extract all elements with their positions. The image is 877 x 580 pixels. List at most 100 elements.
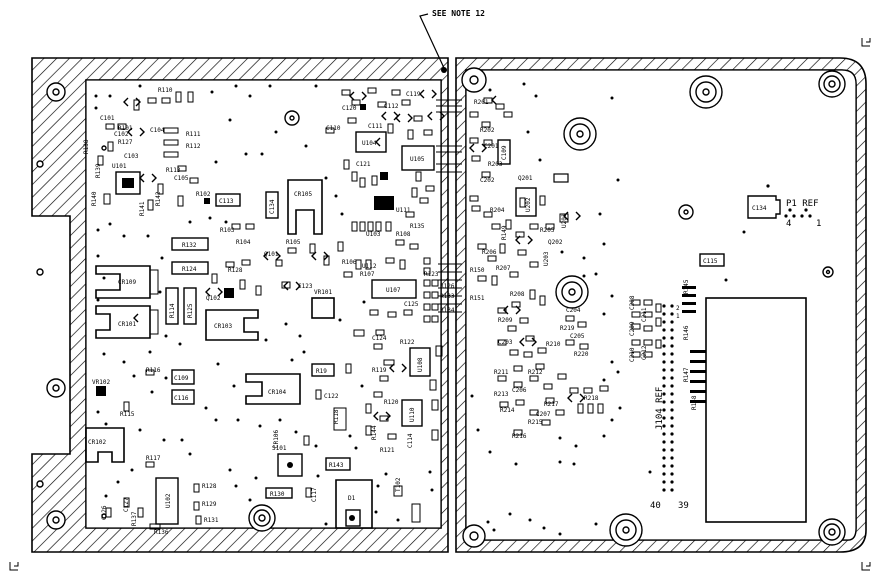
svg-text:R136: R136 bbox=[154, 529, 169, 536]
u108-part: U108 bbox=[409, 347, 431, 377]
svg-text:R125: R125 bbox=[187, 303, 194, 318]
svg-text:R110: R110 bbox=[158, 87, 173, 94]
svg-text:Q201: Q201 bbox=[518, 175, 533, 182]
svg-text:R117: R117 bbox=[146, 455, 161, 462]
svg-text:C134: C134 bbox=[269, 199, 276, 214]
svg-text:C134: C134 bbox=[752, 205, 767, 212]
svg-text:D1: D1 bbox=[348, 495, 356, 502]
svg-text:R103: R103 bbox=[220, 227, 235, 234]
c201-box: Q201 bbox=[518, 173, 569, 183]
svg-text:R145: R145 bbox=[683, 279, 690, 294]
svg-text:R123: R123 bbox=[424, 271, 439, 278]
svg-text:C113: C113 bbox=[219, 198, 234, 205]
diode-cr102: CR102 bbox=[85, 427, 125, 463]
svg-text:R217: R217 bbox=[544, 401, 559, 408]
svg-text:C123: C123 bbox=[298, 283, 313, 290]
svg-text:C209: C209 bbox=[629, 321, 636, 336]
svg-text:C105: C105 bbox=[174, 175, 189, 182]
diode-cr103: CR103 bbox=[205, 309, 259, 341]
svg-text:R220: R220 bbox=[574, 351, 589, 358]
svg-text:U104: U104 bbox=[362, 140, 377, 147]
s101-part: S101 bbox=[272, 445, 303, 477]
svg-text:R201: R201 bbox=[474, 99, 489, 106]
svg-text:R116: R116 bbox=[146, 367, 161, 374]
note-leader-dot bbox=[441, 67, 447, 73]
svg-text:C119: C119 bbox=[406, 91, 421, 98]
svg-text:R115: R115 bbox=[120, 411, 135, 418]
svg-text:R210: R210 bbox=[546, 341, 561, 348]
r19-part: R19 bbox=[311, 363, 335, 377]
r114-part: R114 bbox=[165, 287, 179, 325]
svg-text:CR101: CR101 bbox=[118, 321, 136, 328]
j104-connector bbox=[682, 286, 807, 523]
note-leader-line bbox=[419, 13, 445, 69]
svg-text:R132: R132 bbox=[182, 242, 197, 249]
c116-part: C116 bbox=[171, 389, 195, 405]
svg-text:U108: U108 bbox=[417, 357, 424, 372]
svg-text:R108: R108 bbox=[396, 231, 411, 238]
svg-text:C101: C101 bbox=[100, 115, 115, 122]
svg-text:R141: R141 bbox=[139, 201, 146, 216]
svg-text:CR106: CR106 bbox=[273, 430, 280, 448]
vias-right bbox=[470, 82, 746, 536]
j104-pin39-label: 39 bbox=[678, 501, 689, 511]
svg-text:R146: R146 bbox=[683, 325, 690, 340]
small-parts-left bbox=[97, 87, 443, 530]
svg-text:U105: U105 bbox=[410, 156, 425, 163]
svg-text:C203: C203 bbox=[498, 339, 513, 346]
svg-text:C103: C103 bbox=[124, 153, 139, 160]
svg-text:R219: R219 bbox=[560, 325, 575, 332]
r130-part: R130 bbox=[265, 487, 293, 499]
bus-traces bbox=[436, 99, 462, 313]
svg-text:R212: R212 bbox=[528, 369, 543, 376]
svg-text:R138: R138 bbox=[83, 139, 90, 154]
vr101-part: VR101 bbox=[311, 289, 335, 319]
left-board-outline bbox=[85, 79, 442, 529]
right-labels: R201 R202 R203 R204 R205 R206 R207 R208 … bbox=[470, 99, 698, 440]
note-label: SEE NOTE 12 bbox=[432, 9, 485, 18]
svg-text:C208: C208 bbox=[629, 295, 636, 310]
svg-text:R144: R144 bbox=[371, 425, 378, 440]
svg-text:R122: R122 bbox=[400, 339, 415, 346]
svg-text:C110: C110 bbox=[326, 125, 341, 132]
vr102-part: VR102 bbox=[92, 379, 110, 396]
svg-text:C117: C117 bbox=[311, 487, 318, 502]
svg-text:C206: C206 bbox=[512, 387, 527, 394]
svg-text:R211: R211 bbox=[494, 369, 509, 376]
svg-text:C111: C111 bbox=[368, 123, 383, 130]
svg-text:R19: R19 bbox=[316, 368, 327, 375]
j104-pin40-label: 40 bbox=[650, 501, 661, 511]
svg-text:R150: R150 bbox=[470, 267, 485, 274]
svg-text:R111: R111 bbox=[186, 131, 201, 138]
svg-text:CR102: CR102 bbox=[88, 439, 106, 446]
svg-text:R202: R202 bbox=[480, 127, 495, 134]
svg-text:R216: R216 bbox=[512, 433, 527, 440]
p1-pin4-label: 4 bbox=[786, 219, 791, 229]
u105-part: U105 bbox=[401, 145, 435, 171]
svg-text:R218: R218 bbox=[584, 395, 599, 402]
c109-part: C109 bbox=[171, 369, 195, 385]
left-labels: R111 R112 R113 R110 C101 C102 R101 R127 … bbox=[83, 87, 455, 536]
svg-text:R112: R112 bbox=[186, 143, 201, 150]
d1-part: D1 bbox=[335, 479, 373, 529]
svg-text:R147: R147 bbox=[683, 367, 690, 382]
svg-text:R151: R151 bbox=[470, 295, 485, 302]
svg-text:R126: R126 bbox=[440, 283, 455, 290]
svg-text:R124: R124 bbox=[182, 266, 197, 273]
clamp-glyphs bbox=[123, 89, 445, 421]
svg-text:VR101: VR101 bbox=[314, 289, 332, 296]
svg-text:R135: R135 bbox=[410, 223, 425, 230]
svg-text:R104: R104 bbox=[236, 239, 251, 246]
svg-text:R105: R105 bbox=[286, 239, 301, 246]
svg-text:R128: R128 bbox=[228, 267, 243, 274]
svg-text:C201: C201 bbox=[484, 143, 499, 150]
svg-text:R131: R131 bbox=[204, 517, 219, 524]
svg-text:CR103: CR103 bbox=[214, 323, 232, 330]
svg-text:C211: C211 bbox=[641, 307, 648, 322]
svg-text:C104: C104 bbox=[150, 127, 165, 134]
svg-text:R205: R205 bbox=[540, 227, 555, 234]
j104-pin-dots bbox=[662, 304, 674, 492]
svg-text:C205: C205 bbox=[570, 333, 585, 340]
svg-text:C115: C115 bbox=[703, 258, 718, 265]
svg-text:C114: C114 bbox=[407, 433, 414, 448]
